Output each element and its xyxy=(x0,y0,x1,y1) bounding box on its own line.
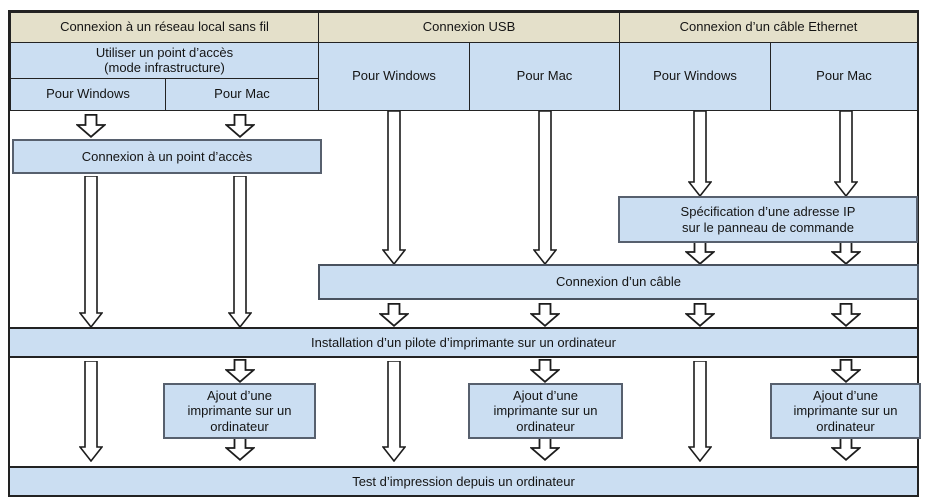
step-ip-address-line1: Spécification d’une adresse IP xyxy=(680,204,856,220)
cell-usb-mac-label: Pour Mac xyxy=(516,68,573,84)
step-ip-address: Spécification d’une adresse IP sur le pa… xyxy=(618,196,918,243)
cell-ethernet-mac-label: Pour Mac xyxy=(816,68,872,84)
add-printer-line1: Ajout d’une xyxy=(812,388,879,403)
cell-wireless-mac: Pour Mac xyxy=(165,78,319,111)
section-header-usb-label: Connexion USB xyxy=(422,19,516,35)
section-header-wireless: Connexion à un réseau local sans fil xyxy=(10,12,319,43)
long-down-arrow-icon xyxy=(227,175,253,329)
wireless-subheader-line1: Utiliser un point d’accès xyxy=(95,44,234,60)
step-print-test: Test d’impression depuis un ordinateur xyxy=(8,466,919,497)
cell-usb-windows: Pour Windows xyxy=(318,42,470,111)
step-add-printer-ethernet-mac: Ajout d’une imprimante sur un ordinateur xyxy=(770,383,921,439)
section-header-wireless-label: Connexion à un réseau local sans fil xyxy=(60,19,269,35)
long-down-arrow-icon xyxy=(532,110,558,266)
step-access-point: Connexion à un point d’accès xyxy=(12,139,322,174)
down-arrow-icon xyxy=(829,241,863,265)
cell-wireless-mac-label: Pour Mac xyxy=(214,86,270,102)
down-arrow-icon xyxy=(683,241,717,265)
long-down-arrow-icon xyxy=(381,110,407,266)
add-printer-line2: imprimante sur un xyxy=(493,403,598,419)
down-arrow-icon xyxy=(377,303,411,327)
section-header-ethernet: Connexion d’un câble Ethernet xyxy=(619,12,918,43)
down-arrow-icon xyxy=(223,437,257,461)
add-printer-line3: ordinateur xyxy=(816,418,875,434)
cell-usb-mac: Pour Mac xyxy=(469,42,620,111)
step-ip-address-line2: sur le panneau de commande xyxy=(681,219,854,235)
add-printer-line1: Ajout d’une xyxy=(206,388,273,403)
long-down-arrow-icon xyxy=(78,175,104,329)
step-cable-connection: Connexion d’un câble xyxy=(318,264,919,300)
down-arrow-icon xyxy=(223,114,257,138)
section-header-ethernet-label: Connexion d’un câble Ethernet xyxy=(679,19,858,35)
down-arrow-icon xyxy=(528,359,562,383)
step-print-test-label: Test d’impression depuis un ordinateur xyxy=(352,473,575,489)
down-arrow-icon xyxy=(829,303,863,327)
down-arrow-icon xyxy=(829,437,863,461)
wireless-subheader: Utiliser un point d’accès (mode infrastr… xyxy=(10,42,319,79)
long-down-arrow-icon xyxy=(381,360,407,463)
add-printer-line2: imprimante sur un xyxy=(793,403,898,419)
step-driver-install-label: Installation d’un pilote d’imprimante su… xyxy=(311,334,616,350)
long-down-arrow-icon xyxy=(687,360,713,463)
add-printer-line1: Ajout d’une xyxy=(512,388,579,403)
step-add-printer-usb-mac: Ajout d’une imprimante sur un ordinateur xyxy=(468,383,623,439)
down-arrow-icon xyxy=(74,114,108,138)
cell-wireless-windows: Pour Windows xyxy=(10,78,166,111)
cell-usb-windows-label: Pour Windows xyxy=(352,68,436,84)
add-printer-line3: ordinateur xyxy=(516,418,575,434)
down-arrow-icon xyxy=(829,359,863,383)
add-printer-line3: ordinateur xyxy=(210,418,269,434)
long-down-arrow-icon xyxy=(687,110,713,198)
section-header-usb: Connexion USB xyxy=(318,12,620,43)
down-arrow-icon xyxy=(528,437,562,461)
down-arrow-icon xyxy=(683,303,717,327)
cell-wireless-windows-label: Pour Windows xyxy=(46,86,130,102)
step-access-point-label: Connexion à un point d’accès xyxy=(81,148,253,164)
long-down-arrow-icon xyxy=(833,110,859,198)
long-down-arrow-icon xyxy=(78,360,104,463)
step-add-printer-wireless-mac: Ajout d’une imprimante sur un ordinateur xyxy=(163,383,316,439)
cell-ethernet-mac: Pour Mac xyxy=(770,42,918,111)
wireless-subheader-line2: (mode infrastructure) xyxy=(104,59,225,75)
add-printer-line2: imprimante sur un xyxy=(187,403,292,419)
down-arrow-icon xyxy=(223,359,257,383)
cell-ethernet-windows-label: Pour Windows xyxy=(653,68,737,84)
cell-ethernet-windows: Pour Windows xyxy=(619,42,771,111)
step-driver-install: Installation d’un pilote d’imprimante su… xyxy=(8,327,919,358)
step-cable-connection-label: Connexion d’un câble xyxy=(555,274,682,290)
down-arrow-icon xyxy=(528,303,562,327)
